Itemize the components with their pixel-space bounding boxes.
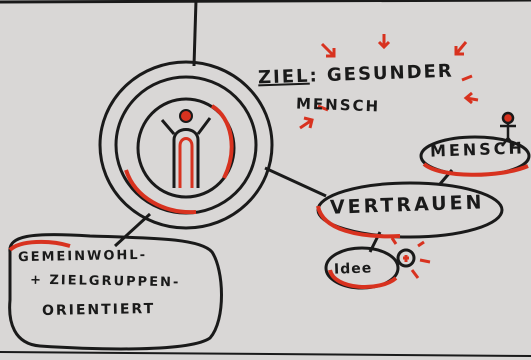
idee-bubble-label: Idee bbox=[333, 260, 373, 278]
page-bottom-line bbox=[0, 351, 531, 357]
light-bulb-icon bbox=[390, 237, 431, 279]
connector-circle-to-vertrauen bbox=[264, 166, 327, 198]
inner-circle-red-accent bbox=[210, 104, 234, 179]
note-line-3: ORIENTIERT bbox=[41, 301, 156, 319]
note-line-1: GEMEINWOHL- bbox=[17, 247, 148, 266]
mensch-bubble-red bbox=[422, 162, 529, 177]
goal-headline-second-line: MENSCH bbox=[295, 94, 381, 116]
stick-figure-icon bbox=[500, 111, 516, 147]
inner-circle bbox=[136, 97, 236, 199]
note-line-2: + ZIELGRUPPEN- bbox=[29, 272, 181, 291]
middle-circle-red-accent bbox=[124, 169, 197, 215]
person-figure-icon bbox=[160, 109, 212, 188]
vertrauen-bubble-red bbox=[316, 205, 401, 239]
idee-bubble-red bbox=[328, 269, 398, 289]
connector-circle-to-note bbox=[113, 212, 152, 248]
top-frame-line bbox=[0, 0, 531, 4]
goal-label-word: ZIEL bbox=[257, 65, 310, 89]
note-box-red bbox=[8, 239, 71, 252]
starburst-arrows-icon bbox=[299, 34, 479, 130]
note-box-outline bbox=[8, 233, 223, 351]
vertical-divider bbox=[192, 0, 198, 67]
outer-circle bbox=[98, 60, 274, 230]
vertrauen-bubble-label: VERTRAUEN bbox=[329, 191, 485, 219]
mensch-bubble-label: MENSCH bbox=[429, 138, 526, 161]
